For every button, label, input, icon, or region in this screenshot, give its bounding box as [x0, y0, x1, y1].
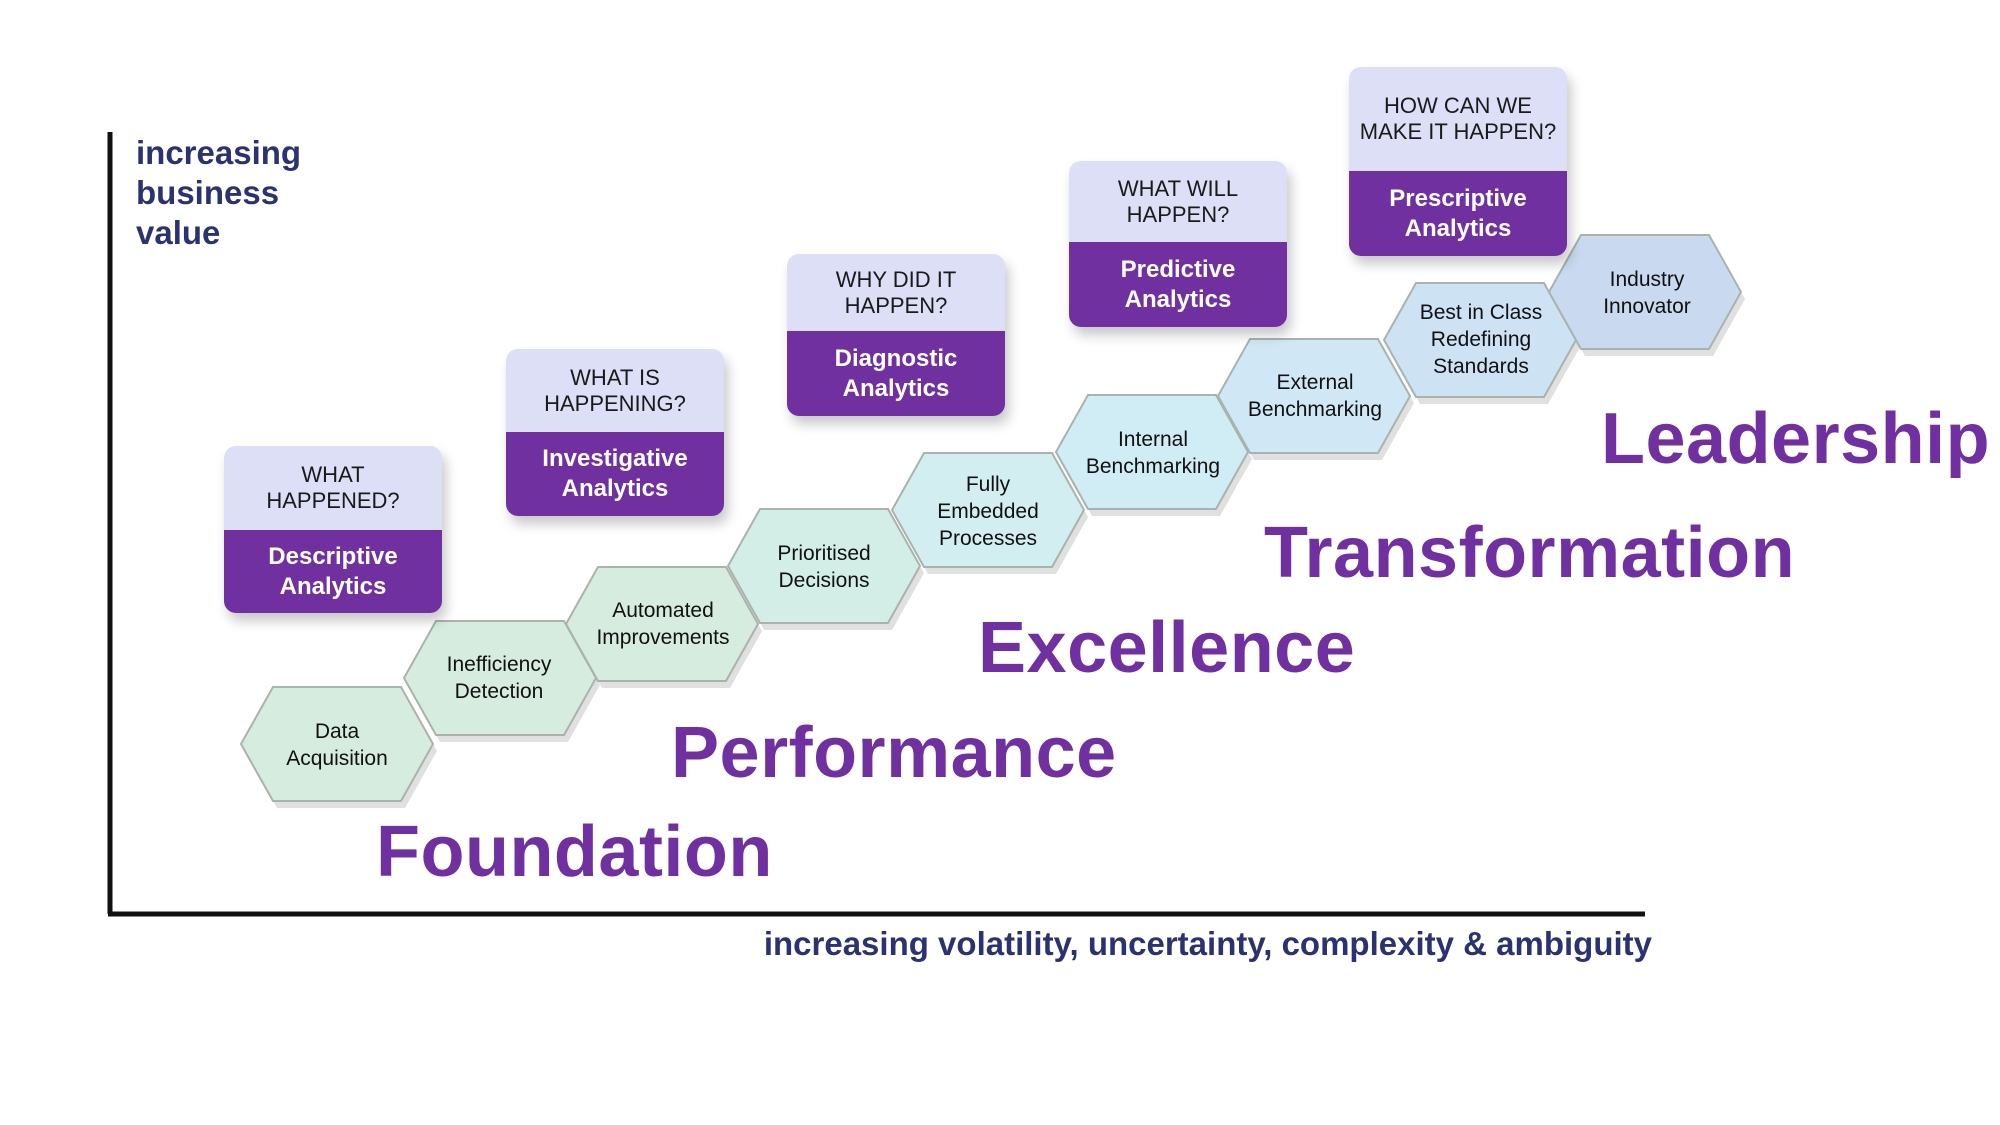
card-name: Descriptive Analytics [224, 530, 442, 613]
stage-excellence: Excellence [978, 608, 1356, 688]
card-name: Predictive Analytics [1069, 242, 1287, 327]
card-descriptive-analytics: WHAT HAPPENED? Descriptive Analytics [224, 446, 442, 613]
step-hexagon [890, 452, 1086, 568]
step-hexagon [564, 566, 760, 682]
card-question: WHAT WILL HAPPEN? [1069, 161, 1287, 242]
step-hexagon [1216, 338, 1412, 454]
stage-performance: Performance [671, 713, 1117, 793]
step-label: Prioritised Decisions [777, 542, 871, 592]
step-label: External Benchmarking [1247, 371, 1383, 421]
step-label: Automated Improvements [596, 599, 730, 649]
card-question: HOW CAN WE MAKE IT HAPPEN? [1349, 67, 1567, 171]
card-investigative-analytics: WHAT IS HAPPENING? Investigative Analyti… [506, 349, 724, 516]
card-question: WHAT HAPPENED? [224, 446, 442, 530]
stage-leadership: Leadership [1601, 399, 1991, 479]
step-hexagon [239, 686, 435, 802]
x-axis-label: increasing volatility, uncertainty, comp… [763, 925, 1652, 962]
step-hexagon [1547, 234, 1743, 350]
hex-steps [239, 234, 1745, 808]
stage-transformation: Transformation [1264, 513, 1796, 593]
card-name: Investigative Analytics [506, 432, 724, 516]
step-hexagon [1054, 394, 1250, 510]
card-diagnostic-analytics: WHY DID IT HAPPEN? Diagnostic Analytics [787, 254, 1005, 416]
card-predictive-analytics: WHAT WILL HAPPEN? Predictive Analytics [1069, 161, 1287, 327]
step-label: Industry Innovator [1603, 268, 1691, 318]
step-label: Fully Embedded Processes [937, 472, 1039, 550]
card-question: WHY DID IT HAPPEN? [787, 254, 1005, 331]
card-name: Prescriptive Analytics [1349, 171, 1567, 256]
step-label: Inefficiency Detection [446, 653, 552, 703]
step-label: Internal Benchmarking [1085, 428, 1221, 478]
step-label: Data Acquisition [286, 720, 388, 770]
stage-foundation: Foundation [376, 812, 773, 892]
card-question: WHAT IS HAPPENING? [506, 349, 724, 432]
step-label: Best in Class Redefining Standards [1419, 300, 1543, 378]
y-axis-label: increasing business value [136, 134, 302, 251]
card-prescriptive-analytics: HOW CAN WE MAKE IT HAPPEN? Prescriptive … [1349, 67, 1567, 256]
card-name: Diagnostic Analytics [787, 331, 1005, 416]
step-hexagon [726, 508, 922, 624]
